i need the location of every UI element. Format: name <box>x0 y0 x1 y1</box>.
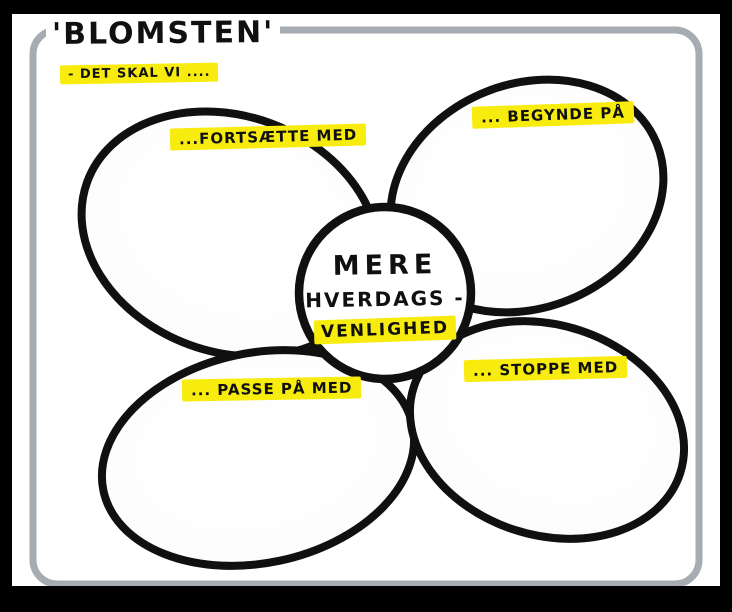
center-text-line-1: MERE <box>332 249 438 282</box>
page-title: 'BLOMSTEN' <box>45 14 281 53</box>
center-text-line-3: VENLIGHED <box>313 315 457 345</box>
page-border-frame <box>29 26 703 586</box>
petal-label-stoppe-med: ... STOPPE MED <box>463 355 628 383</box>
petal-label-passe-paa-med: ... PASSE PÅ MED <box>181 376 362 402</box>
center-text-line-2: HVERDAGS - <box>305 285 465 313</box>
flower-center-text: MERE HVERDAGS - VENLIGHED <box>275 249 495 345</box>
whiteboard-page: 'BLOMSTEN' - DET SKAL VI .... ...FORTSÆT… <box>12 14 720 586</box>
page-subtitle: - DET SKAL VI .... <box>59 62 219 85</box>
center-text-line-3-wrap: VENLIGHED <box>275 315 495 345</box>
